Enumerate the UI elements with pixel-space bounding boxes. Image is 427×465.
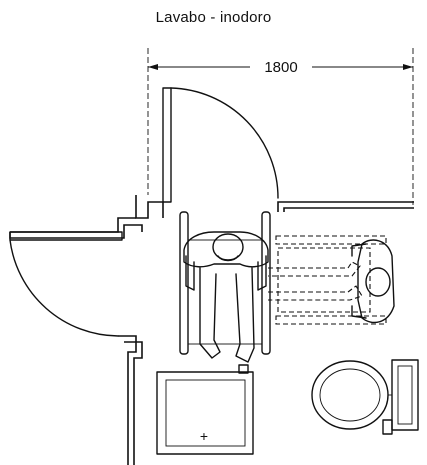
wall-right-top	[277, 201, 414, 212]
washbasin-bowl	[165, 379, 246, 447]
torso	[183, 231, 269, 268]
toilet	[311, 359, 419, 435]
dashed-head	[365, 267, 391, 297]
dashed-wheel-bottom	[275, 315, 387, 325]
leg-left	[199, 267, 221, 359]
dashed-torso	[357, 239, 395, 324]
wheelchair-user-solid	[179, 211, 271, 363]
arm-right	[257, 255, 267, 291]
left-door-swing-arc	[9, 239, 119, 337]
toilet-flush	[382, 419, 393, 435]
leg-right	[235, 267, 255, 363]
wheel-left	[179, 211, 189, 355]
dimension-1800: 1800	[147, 48, 414, 205]
walls	[9, 195, 414, 465]
wall-corner-upper	[135, 201, 164, 219]
seat-frame	[187, 239, 263, 345]
dashed-seat	[277, 247, 371, 313]
wheelchair-user-dashed	[268, 235, 395, 325]
wall-left-lower	[118, 335, 137, 465]
dimension-label: 1800	[264, 59, 297, 76]
dashed-leg-lower	[268, 285, 363, 301]
toilet-bowl-inner	[319, 368, 381, 422]
drain-symbol: +	[200, 428, 208, 444]
wall-left-top	[10, 217, 136, 233]
drawing-title: Lavabo - inodoro	[155, 9, 272, 26]
upper-door-swing-arc	[170, 87, 279, 199]
dashed-wheel-top	[275, 235, 387, 245]
washbasin-tap	[238, 364, 249, 374]
washbasin-outer	[156, 371, 254, 455]
left-door	[9, 231, 123, 337]
upper-door	[162, 87, 279, 203]
dashed-leg-upper	[268, 261, 361, 277]
washbasin: +	[156, 364, 254, 455]
left-door-leaf	[9, 231, 123, 241]
dimension-arrow-right	[403, 64, 413, 70]
dimension-arrow-left	[148, 64, 158, 70]
toilet-tank	[391, 359, 419, 431]
upper-door-leaf	[162, 87, 172, 203]
arm-left	[185, 255, 195, 291]
toilet-bowl-outer	[311, 360, 389, 430]
